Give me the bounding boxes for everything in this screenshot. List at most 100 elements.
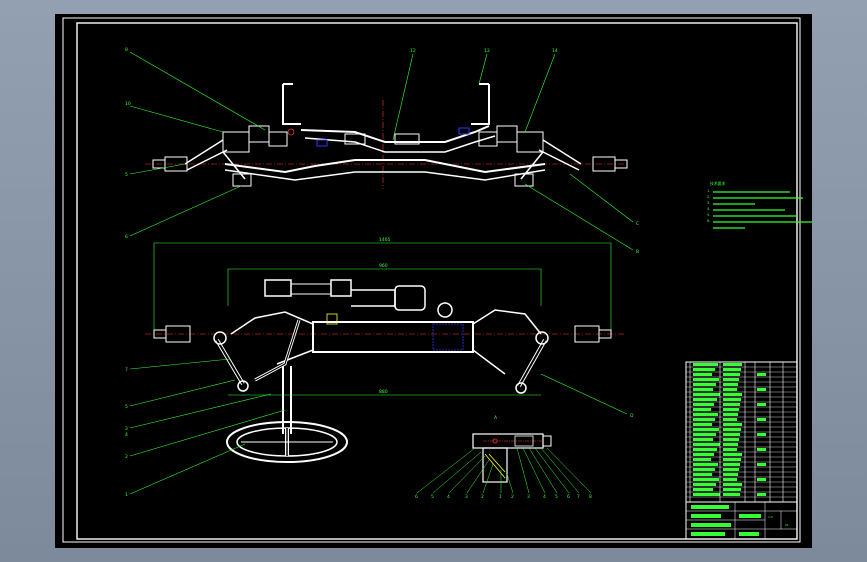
bom-cell-text bbox=[723, 473, 738, 476]
bom-cell-text bbox=[693, 363, 718, 366]
note-line-2: 2. bbox=[707, 194, 711, 199]
dtag-4: 3 bbox=[465, 494, 468, 500]
bom-cell-text bbox=[693, 393, 720, 396]
tag-7: 7 bbox=[125, 367, 128, 373]
bom-cell-text bbox=[723, 433, 740, 436]
bom-cell-text bbox=[693, 428, 719, 431]
dtag-7: 2 bbox=[511, 494, 514, 500]
drawing-sheet: 8 10 5 6 12 13 14 C B 1465 960 880 bbox=[55, 14, 812, 548]
note-line-1: 1. bbox=[707, 188, 711, 193]
bom-cell-text bbox=[757, 478, 766, 481]
bom-cell-text bbox=[693, 478, 719, 481]
bom-cell-text bbox=[723, 463, 740, 466]
bom-cell-text bbox=[723, 443, 738, 446]
bom-cell-text bbox=[723, 413, 738, 416]
tag-d: D bbox=[630, 413, 634, 419]
bom-cell-text bbox=[757, 463, 766, 466]
bom-cell-text bbox=[757, 448, 766, 451]
bom-cell-text bbox=[757, 373, 766, 376]
dtag-12: 7 bbox=[577, 494, 580, 500]
bom-cell-text bbox=[693, 403, 714, 406]
note-line-5: 5. bbox=[707, 212, 711, 217]
scale-value: 1:5 bbox=[768, 515, 773, 519]
bom-cell-text bbox=[757, 388, 766, 391]
bom-cell-text bbox=[723, 408, 739, 411]
tag-2: 2 bbox=[125, 454, 128, 460]
tag-13: 13 bbox=[484, 48, 490, 54]
bom-cell-text bbox=[723, 478, 737, 481]
title-block: 1:5 01 bbox=[685, 501, 798, 540]
bom-cell-text bbox=[757, 418, 766, 421]
bom-cell-text bbox=[693, 468, 715, 471]
bom-cell-text bbox=[757, 493, 766, 496]
front-leaders bbox=[129, 51, 634, 251]
bom-cell-text bbox=[723, 488, 741, 491]
top-view bbox=[145, 279, 625, 463]
bom-cell-text bbox=[693, 408, 711, 411]
bom-cell-text bbox=[723, 393, 742, 396]
tag-4: 4 bbox=[125, 432, 128, 438]
dtag-2: 5 bbox=[431, 494, 434, 500]
note-line-3: 3. bbox=[707, 200, 711, 205]
bom-cell-text bbox=[723, 448, 737, 451]
front-leader-tags: 8 10 5 6 12 13 14 C B bbox=[125, 47, 639, 255]
bom-cell-text bbox=[723, 363, 742, 366]
detail-title: A bbox=[494, 415, 498, 421]
top-leaders bbox=[129, 358, 628, 495]
bom-cell-text bbox=[693, 378, 719, 381]
bom-cell-text bbox=[693, 458, 711, 461]
bom-cell-text bbox=[693, 493, 720, 496]
detail-leader-tags: 6 5 4 3 2 1 2 3 4 5 6 7 8 bbox=[415, 494, 592, 500]
dim-inner: 960 bbox=[379, 263, 388, 269]
bom-cell-text bbox=[693, 418, 715, 421]
dtag-1: 6 bbox=[415, 494, 418, 500]
tag-8: 8 bbox=[125, 47, 128, 53]
bom-cell-text bbox=[693, 488, 713, 491]
bom-cell-text bbox=[693, 433, 716, 436]
bom-cell-text bbox=[693, 483, 716, 486]
dtag-6: 1 bbox=[499, 494, 502, 500]
dtag-11: 6 bbox=[567, 494, 570, 500]
bom-cell-text bbox=[693, 388, 713, 391]
notes-heading: 技术要求 bbox=[710, 181, 725, 186]
dtag-13: 8 bbox=[589, 494, 592, 500]
bom-cell-text bbox=[723, 368, 741, 371]
note-line-4: 4. bbox=[707, 206, 711, 211]
dtag-3: 4 bbox=[447, 494, 450, 500]
tag-14: 14 bbox=[552, 48, 558, 54]
tag-6: 6 bbox=[125, 234, 128, 240]
note-line-6: 6. bbox=[707, 218, 711, 223]
bom-cell-text bbox=[693, 383, 716, 386]
bom-cell-text bbox=[723, 383, 738, 386]
dim-lower: 880 bbox=[379, 389, 388, 395]
technical-notes: 技术要求 1. 2. 3. 4. 5. 6. bbox=[707, 181, 812, 229]
top-view-dimensions bbox=[153, 242, 612, 396]
tag-c: C bbox=[636, 221, 639, 227]
bom-cell-text bbox=[723, 493, 740, 496]
bom-cell-text bbox=[693, 373, 712, 376]
bom-cell-text bbox=[723, 453, 742, 456]
bom-cell-text bbox=[693, 368, 715, 371]
inner-frame bbox=[76, 22, 798, 540]
bom-cell-text bbox=[723, 483, 742, 486]
bom-cell-text bbox=[723, 468, 739, 471]
top-leader-tags: 7 5 3 4 2 1 D bbox=[125, 367, 634, 498]
bom-cell-text bbox=[723, 418, 737, 421]
bom-cell-text bbox=[723, 428, 741, 431]
bom-cell-text bbox=[693, 443, 720, 446]
tag-12: 12 bbox=[410, 48, 416, 54]
cad-drawing: 8 10 5 6 12 13 14 C B 1465 960 880 bbox=[62, 17, 812, 543]
bom-cell-text bbox=[757, 403, 766, 406]
bom-cell-text bbox=[693, 398, 717, 401]
bom-cell-text bbox=[723, 438, 739, 441]
tag-b: B bbox=[636, 249, 639, 255]
dim-overall: 1465 bbox=[379, 237, 391, 243]
bom-cell-text bbox=[693, 453, 714, 456]
dtag-9: 4 bbox=[543, 494, 546, 500]
tag-3: 3 bbox=[125, 426, 128, 432]
bom-cell-text bbox=[693, 448, 717, 451]
bom-table bbox=[685, 361, 798, 503]
bom-cell-text bbox=[693, 463, 718, 466]
bom-cell-text bbox=[693, 438, 713, 441]
bom-cell-text bbox=[723, 378, 739, 381]
